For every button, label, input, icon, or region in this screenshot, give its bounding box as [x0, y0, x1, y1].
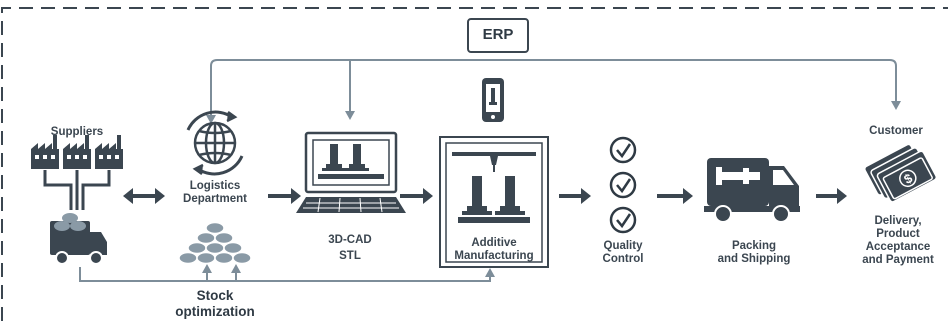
- globe-icon: [186, 110, 244, 176]
- additive-printer-icon: [439, 136, 549, 268]
- money-bills-icon: $: [864, 143, 938, 203]
- suppliers-label: Suppliers: [50, 126, 104, 138]
- erp-label: ERP: [482, 26, 514, 43]
- mobile-device-icon: [482, 78, 504, 122]
- customer-label: Customer: [869, 125, 923, 137]
- flow-arrow: [657, 188, 693, 204]
- system-boundary-dashed: [1, 7, 948, 321]
- erp-feedback-lines: [206, 59, 901, 124]
- supplier-connector-lines: [43, 170, 111, 210]
- bidirectional-arrow: [123, 188, 165, 204]
- flow-arrow: [816, 188, 847, 204]
- cad-computer-icon: [296, 131, 406, 213]
- stock-pile-icon: [178, 221, 252, 265]
- factory-icon: [31, 135, 123, 169]
- flow-arrow: [268, 188, 301, 204]
- stock-feedback-lines: [79, 264, 495, 282]
- check-icon: [609, 136, 637, 234]
- flow-arrow: [400, 188, 433, 204]
- flow-arrow: [559, 188, 591, 204]
- supplier-truck-icon: [50, 213, 107, 265]
- delivery-truck-icon: [704, 158, 800, 223]
- erp-box: [467, 18, 529, 53]
